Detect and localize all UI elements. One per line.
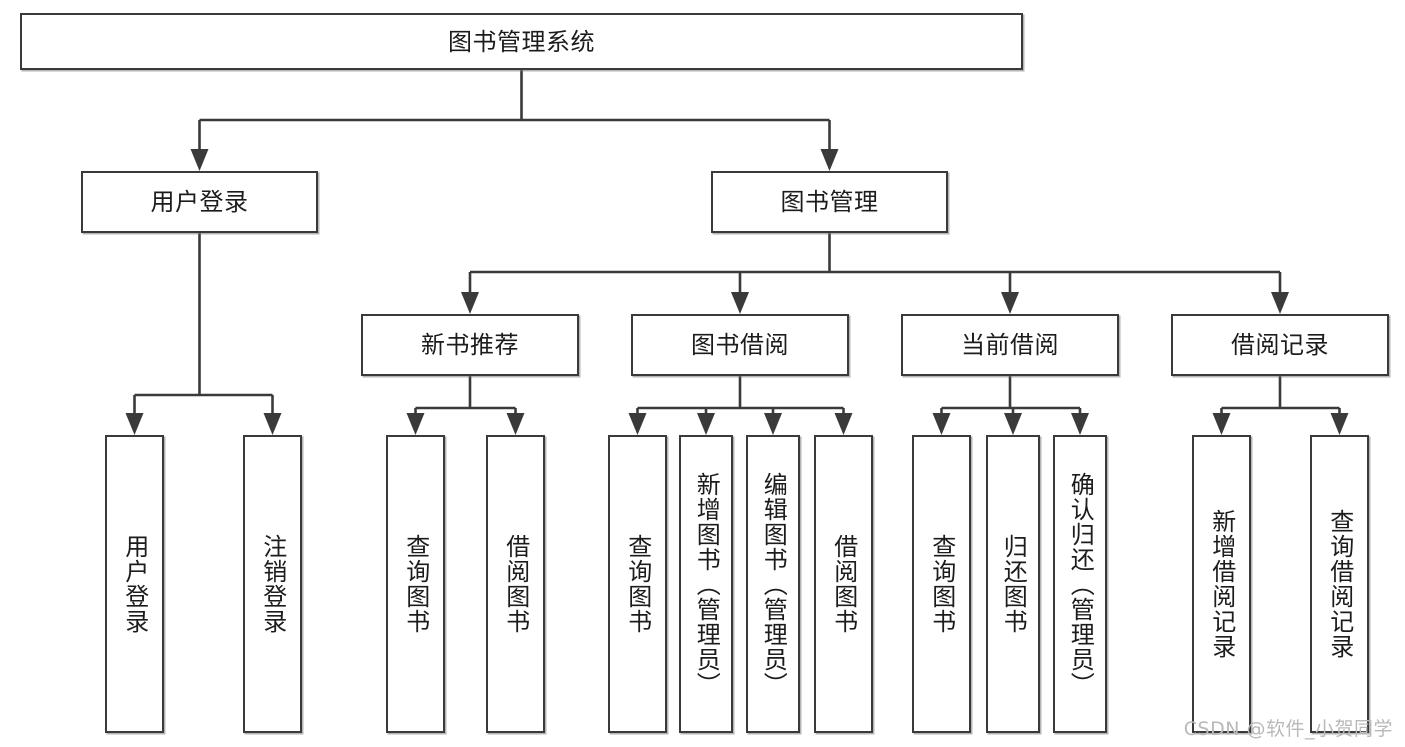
node-label: 图书借阅 [691,331,789,359]
node-label: 用户登录 [120,534,149,634]
node-label: 新增借阅记录 [1207,509,1236,659]
node-user-login[interactable]: 用户登录 [81,171,318,233]
node-label: 当前借阅 [961,331,1059,359]
node-leaf-bb-add[interactable]: 新增图书（管理员） [679,435,733,733]
edge-arrowhead-icon [1212,413,1231,435]
edge-arrowhead-icon [190,149,209,171]
edge-arrowhead-icon [932,413,951,435]
watermark-label: CSDN @软件_小贺同学 [1183,718,1393,740]
node-label: 查询图书 [401,534,430,634]
node-leaf-bb-borrow[interactable]: 借阅图书 [814,435,873,733]
node-book-manage[interactable]: 图书管理 [711,171,948,233]
node-label: 查询图书 [927,534,956,634]
edge-arrowhead-icon [1001,292,1019,314]
node-leaf-cb-query[interactable]: 查询图书 [912,435,971,733]
edge-arrowhead-icon [1071,413,1089,435]
node-leaf-rec-borrow[interactable]: 借阅图书 [486,435,545,733]
node-label: 新书推荐 [421,331,519,359]
edge-arrowhead-icon [1330,413,1349,435]
node-current-borrow[interactable]: 当前借阅 [901,314,1119,376]
node-leaf-bb-query[interactable]: 查询图书 [608,435,667,733]
node-label: 借阅记录 [1231,331,1329,359]
edge-arrowhead-icon [731,292,749,314]
node-borrow-record[interactable]: 借阅记录 [1171,314,1389,376]
node-leaf-cb-confirm[interactable]: 确认归还（管理员） [1053,435,1107,733]
edge-arrowhead-icon [263,413,282,435]
node-leaf-user-logout[interactable]: 注销登录 [243,435,302,733]
node-book-borrow[interactable]: 图书借阅 [631,314,849,376]
edge-arrowhead-icon [125,413,144,435]
node-leaf-user-login[interactable]: 用户登录 [105,435,164,733]
edge-arrowhead-icon [506,413,525,435]
node-leaf-rec-query[interactable]: 查询图书 [386,435,445,733]
edge-arrowhead-icon [834,413,853,435]
edge-arrowhead-icon [461,292,479,314]
node-leaf-cb-return[interactable]: 归还图书 [986,435,1040,733]
node-leaf-br-add[interactable]: 新增借阅记录 [1192,435,1251,733]
node-label: 查询图书 [623,534,652,634]
node-label: 图书管理 [780,188,879,216]
node-label: 用户登录 [150,188,249,216]
edge-arrowhead-icon [628,413,647,435]
node-leaf-bb-edit[interactable]: 编辑图书（管理员） [746,435,800,733]
edge-arrowhead-icon [1271,292,1289,314]
node-label: 确认归还（管理员） [1066,471,1095,697]
edge-arrowhead-icon [820,149,839,171]
node-label: 图书管理系统 [448,27,595,56]
node-label: 借阅图书 [829,534,858,634]
node-label: 归还图书 [999,534,1028,634]
edge-arrowhead-icon [1004,413,1022,435]
edge-arrowhead-icon [764,413,782,435]
node-label: 注销登录 [258,534,287,634]
node-label: 查询借阅记录 [1325,509,1354,659]
node-label: 借阅图书 [501,534,530,634]
node-root[interactable]: 图书管理系统 [20,13,1023,70]
edge-arrowhead-icon [406,413,425,435]
node-label: 新增图书（管理员） [692,471,721,697]
node-label: 编辑图书（管理员） [759,471,788,697]
edge-arrowhead-icon [697,413,715,435]
node-leaf-br-query[interactable]: 查询借阅记录 [1310,435,1369,733]
node-new-book-rec[interactable]: 新书推荐 [361,314,579,376]
